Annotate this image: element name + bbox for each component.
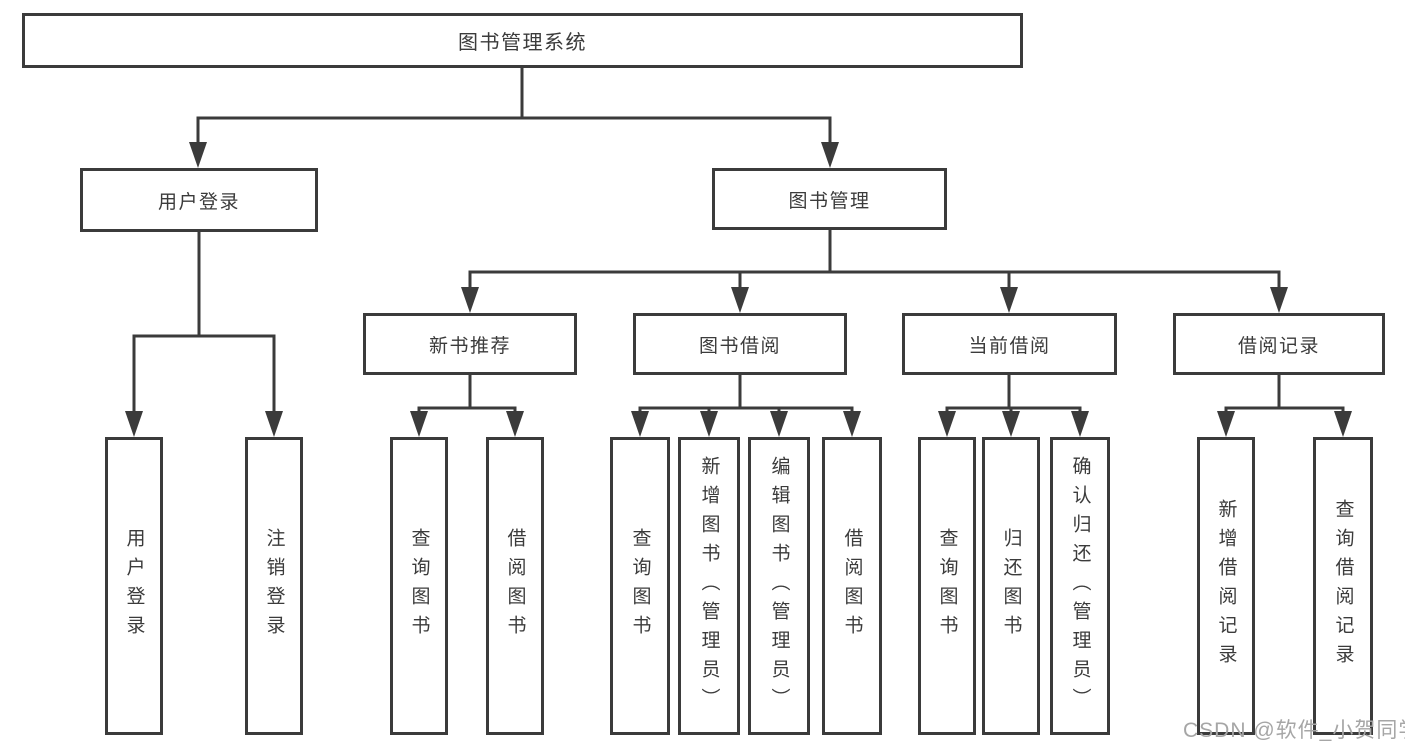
leaf-query-books-recommend-label: 查询图书 <box>408 528 430 644</box>
leaf-borrow-books-borrowing: 借阅图书 <box>822 437 882 735</box>
node-book-borrowing-label: 图书借阅 <box>698 335 781 357</box>
leaf-confirm-return-admin: 确认归还（管理员） <box>1050 437 1110 735</box>
node-current-borrowing: 当前借阅 <box>902 313 1117 375</box>
node-library-system-label: 图书管理系统 <box>458 32 587 54</box>
leaf-query-borrow-record: 查询借阅记录 <box>1313 437 1373 735</box>
leaf-user-login-label: 用户登录 <box>123 528 145 644</box>
csdn-watermark: CSDN @软件_小贺同学 <box>1183 719 1405 742</box>
leaf-query-books-borrowing: 查询图书 <box>610 437 670 735</box>
node-book-borrowing: 图书借阅 <box>633 313 847 375</box>
node-user-login-label: 用户登录 <box>157 191 240 213</box>
node-new-book-recommend: 新书推荐 <box>363 313 577 375</box>
leaf-borrow-books-recommend: 借阅图书 <box>486 437 544 735</box>
leaf-query-books-borrowing-label: 查询图书 <box>629 528 651 644</box>
leaf-user-login: 用户登录 <box>105 437 163 735</box>
leaf-confirm-return-admin-label: 确认归还（管理员） <box>1069 455 1091 717</box>
leaf-borrow-books-recommend-label: 借阅图书 <box>504 528 526 644</box>
leaf-add-books-admin: 新增图书（管理员） <box>678 437 740 735</box>
leaf-add-borrow-record: 新增借阅记录 <box>1197 437 1255 735</box>
node-user-login: 用户登录 <box>80 168 318 232</box>
leaf-query-books-current: 查询图书 <box>918 437 976 735</box>
leaf-query-books-current-label: 查询图书 <box>936 528 958 644</box>
leaf-logout-label: 注销登录 <box>263 528 285 644</box>
leaf-add-books-admin-label: 新增图书（管理员） <box>698 455 720 717</box>
leaf-add-borrow-record-label: 新增借阅记录 <box>1215 499 1237 673</box>
leaf-query-borrow-record-label: 查询借阅记录 <box>1332 499 1354 673</box>
node-current-borrowing-label: 当前借阅 <box>968 335 1051 357</box>
arrowheads <box>125 142 1352 437</box>
node-borrow-records-label: 借阅记录 <box>1237 335 1320 357</box>
leaf-query-books-recommend: 查询图书 <box>390 437 448 735</box>
node-library-system: 图书管理系统 <box>22 13 1023 68</box>
leaf-edit-books-admin-label: 编辑图书（管理员） <box>768 455 790 717</box>
leaf-logout: 注销登录 <box>245 437 303 735</box>
leaf-return-books: 归还图书 <box>982 437 1040 735</box>
leaf-borrow-books-borrowing-label: 借阅图书 <box>841 528 863 644</box>
node-borrow-records: 借阅记录 <box>1173 313 1385 375</box>
node-book-management-label: 图书管理 <box>788 190 871 212</box>
node-new-book-recommend-label: 新书推荐 <box>428 335 511 357</box>
leaf-return-books-label: 归还图书 <box>1000 528 1022 644</box>
node-book-management: 图书管理 <box>712 168 947 230</box>
leaf-edit-books-admin: 编辑图书（管理员） <box>748 437 810 735</box>
